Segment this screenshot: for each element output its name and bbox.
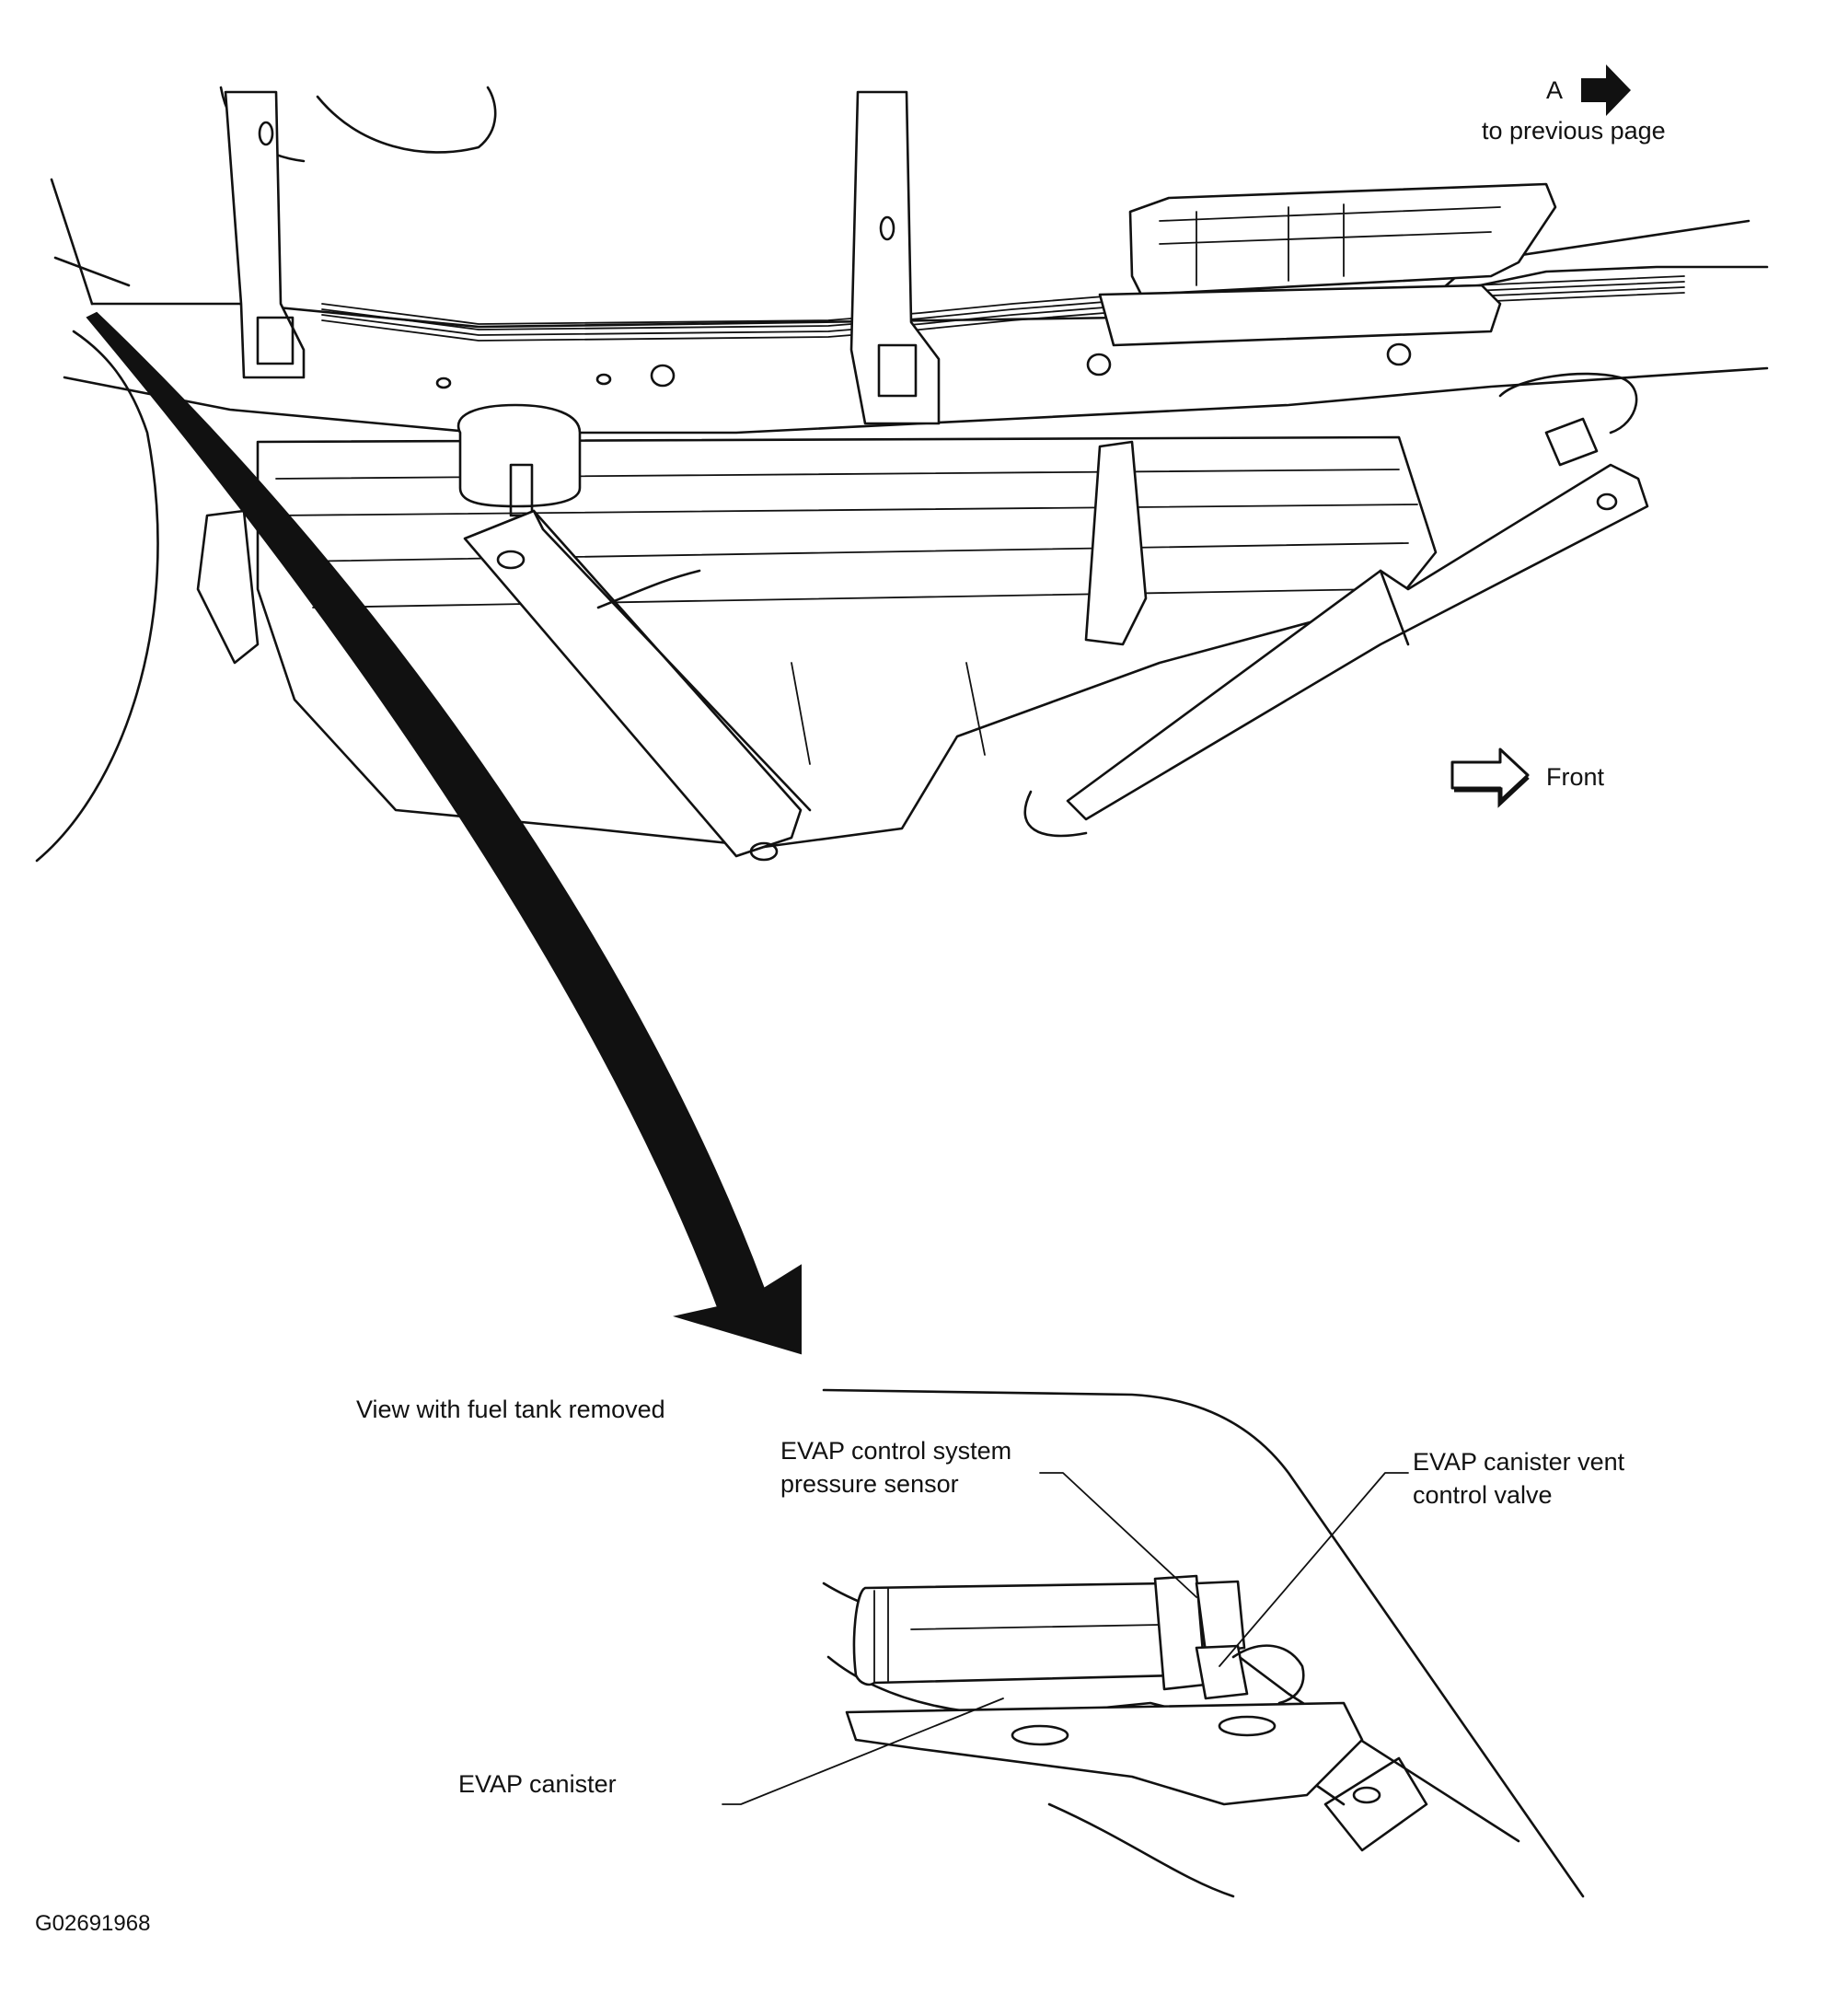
fuel-tank-strap-right (1066, 463, 1649, 821)
vent-valve-label-line1: EVAP canister vent (1413, 1448, 1625, 1476)
pillar-hole (879, 215, 895, 241)
rail-hole (1086, 353, 1112, 377)
pressure-sensor-label-line1: EVAP control system (780, 1437, 1012, 1465)
left-bracket (196, 509, 260, 665)
vent-valve-label-line2: control valve (1413, 1481, 1553, 1509)
pressure-sensor-connector (1195, 1580, 1246, 1654)
mount-block (456, 403, 582, 508)
tank-ribs (275, 469, 1418, 608)
front-arrow-shadow (1454, 775, 1530, 808)
frame-bracket (1323, 1756, 1428, 1852)
canister-rib (873, 1588, 889, 1684)
frame-member (1047, 1802, 1235, 1898)
center-strap (1084, 440, 1148, 646)
view-caption: View with fuel tank removed (356, 1396, 665, 1423)
mount-stud (1544, 417, 1599, 467)
canister-label: EVAP canister (458, 1770, 617, 1798)
fuel-filler-component (1128, 182, 1557, 296)
fuel-tank-outline (256, 435, 1438, 849)
upper-underbody-view (35, 86, 1769, 863)
lower-detail-view (722, 1388, 1585, 1898)
bracket-hole (1011, 1724, 1069, 1746)
fuel-tank-strap-left (463, 509, 803, 858)
strap-hole (749, 841, 779, 862)
strap-hole (496, 550, 526, 570)
pillar-center (849, 90, 941, 425)
body-curve (316, 86, 497, 154)
rail-hole (650, 364, 676, 388)
pillar-bracket (256, 316, 295, 365)
previous-page-label: to previous page (1482, 117, 1666, 145)
canister-bracket (845, 1701, 1364, 1806)
front-direction-label: Front (1546, 763, 1605, 791)
figure-id: G02691968 (35, 1911, 151, 1936)
tank-strap-guides (791, 662, 986, 765)
canister-seam (910, 1624, 1161, 1630)
bracket-hole (1218, 1715, 1277, 1737)
pillar-bracket (877, 343, 918, 398)
evap-canister (852, 1582, 1180, 1686)
strap-edge (1379, 569, 1410, 646)
front-arrow-icon (1450, 747, 1530, 803)
rail-hole (435, 377, 452, 389)
vent-valve-leader (1219, 1472, 1409, 1667)
pillar-left (224, 90, 306, 379)
canister-leader (722, 1697, 1004, 1805)
body-edge-line (50, 178, 94, 306)
side-rail-bottom (63, 366, 1769, 434)
strap-end (1023, 790, 1088, 838)
zoom-pointer-arrow (86, 311, 802, 1355)
body-outline-curve (822, 1388, 1585, 1898)
rear-mount-curve (1498, 372, 1638, 434)
pressure-sensor-leader (1039, 1472, 1197, 1598)
vent-valve-body (1195, 1644, 1249, 1700)
bracket-hole (1352, 1786, 1381, 1804)
strap-hole (1596, 492, 1618, 511)
strap-edge (532, 509, 812, 812)
rail-hole (1386, 342, 1412, 366)
page-arrow-icon (1581, 64, 1631, 116)
vent-hose (1231, 1644, 1305, 1705)
wheel-arch (35, 330, 159, 863)
strap-fold (596, 569, 701, 609)
pressure-sensor-label-line2: pressure sensor (780, 1470, 959, 1498)
pillar-hole (258, 121, 274, 146)
body-edge-line (53, 256, 131, 287)
component-detail (1159, 203, 1501, 286)
page-marker-a: A (1546, 76, 1564, 104)
rail-bracket (1098, 284, 1502, 347)
rail-hole (595, 373, 612, 386)
